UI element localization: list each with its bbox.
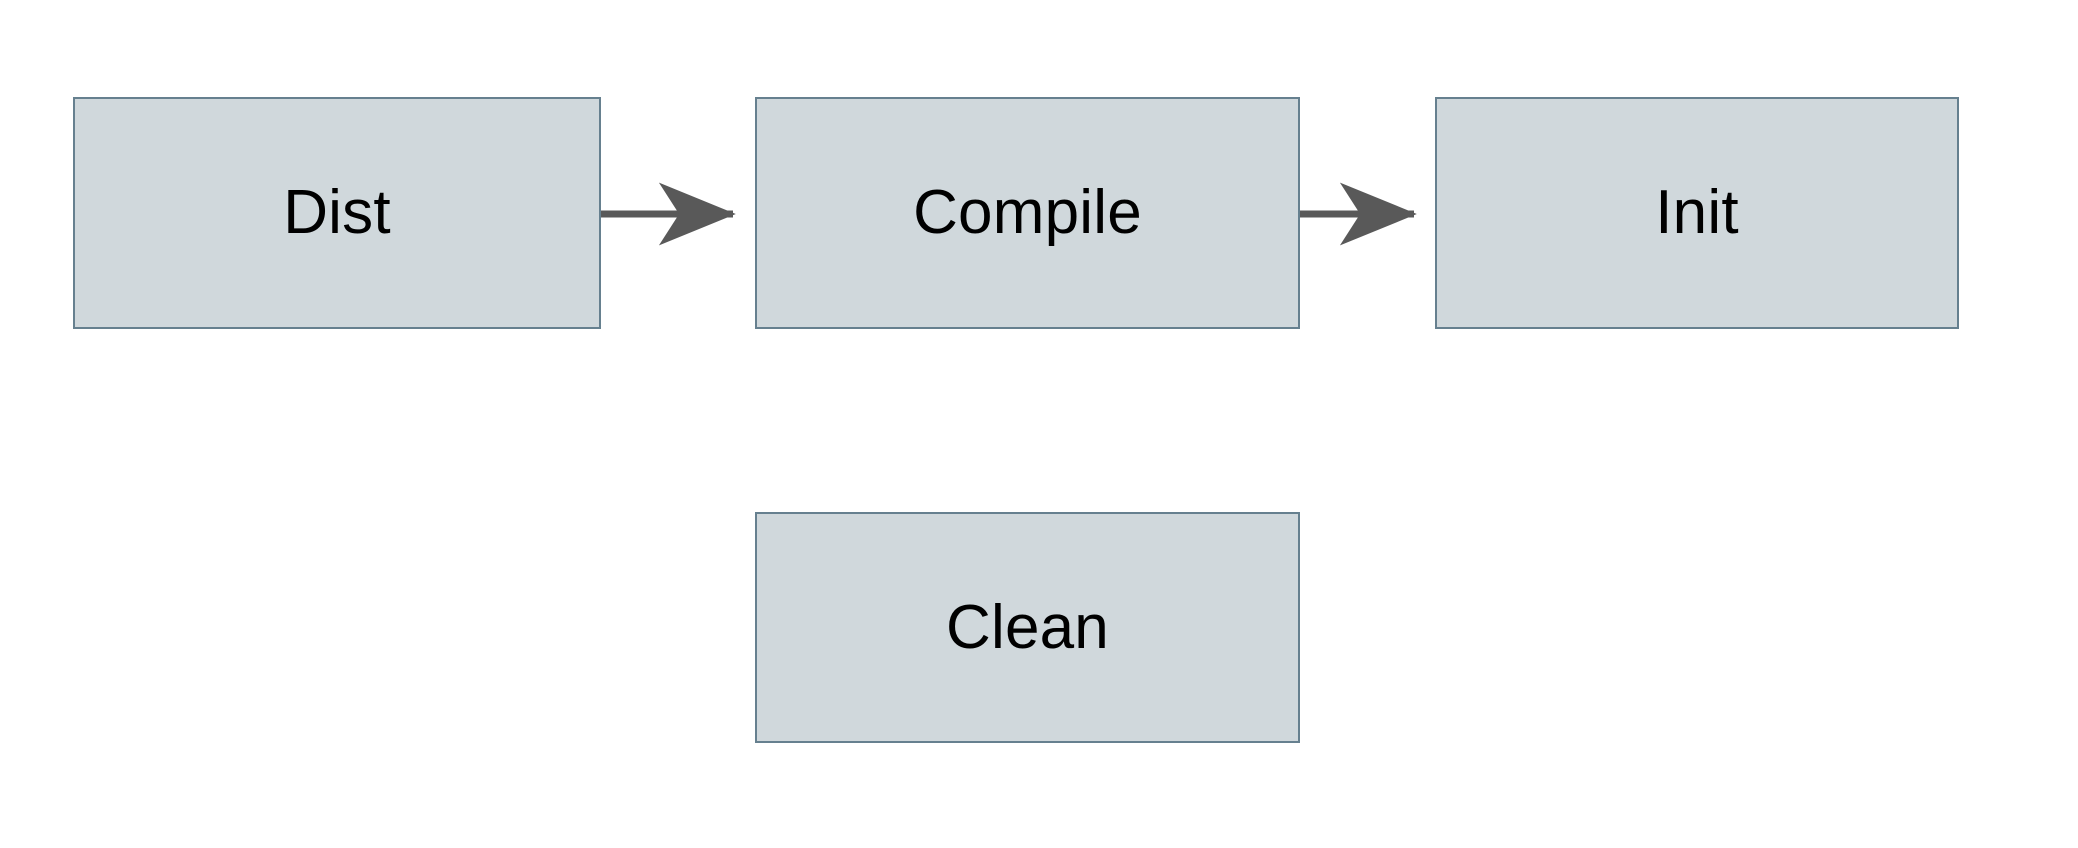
- node-init[interactable]: Init: [1435, 97, 1959, 329]
- node-label-clean: Clean: [946, 592, 1109, 662]
- node-label-compile: Compile: [913, 178, 1142, 247]
- node-dist[interactable]: Dist: [73, 97, 601, 329]
- node-clean[interactable]: Clean: [755, 512, 1300, 743]
- edge-hitarea-dist-to-compile[interactable]: [601, 197, 752, 231]
- node-label-init: Init: [1655, 178, 1739, 247]
- edge-hitarea-compile-to-init[interactable]: [1300, 197, 1433, 231]
- node-compile[interactable]: Compile: [755, 97, 1300, 329]
- node-label-dist: Dist: [283, 178, 391, 247]
